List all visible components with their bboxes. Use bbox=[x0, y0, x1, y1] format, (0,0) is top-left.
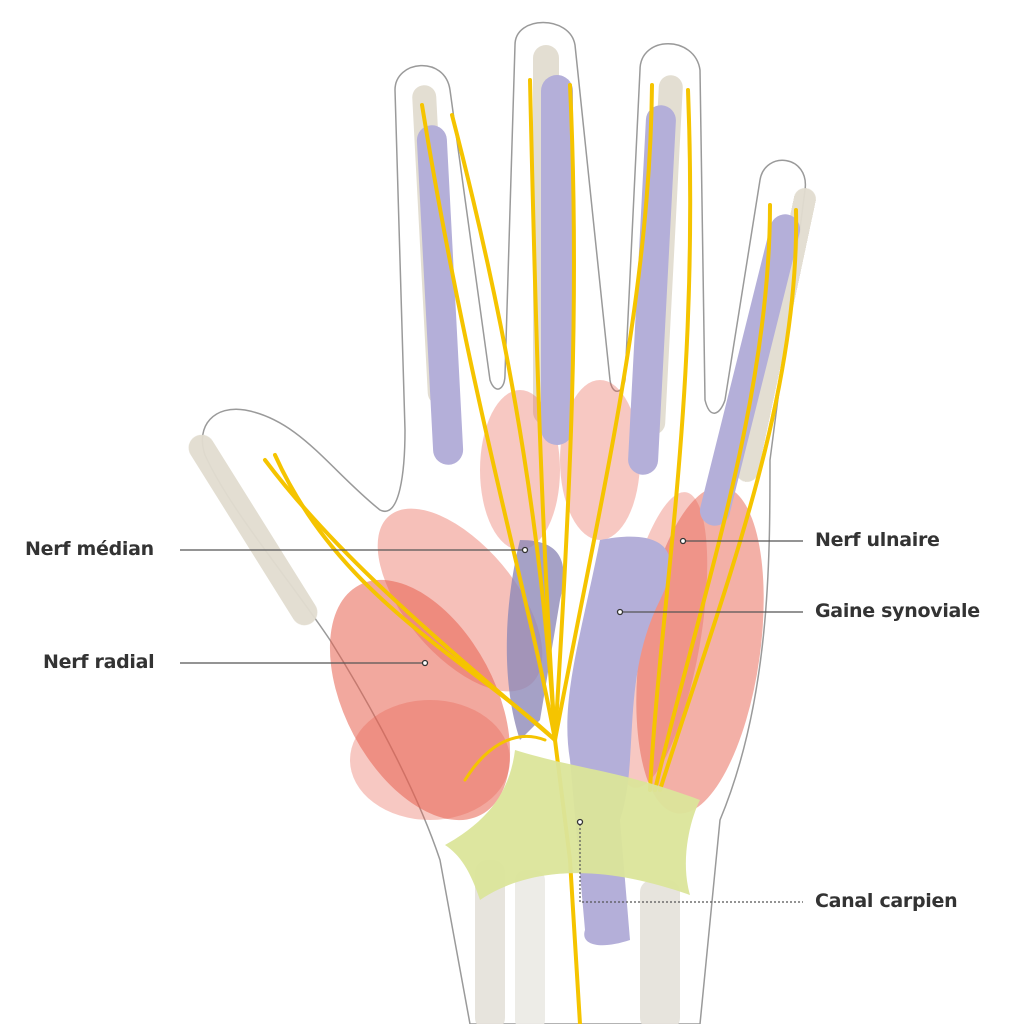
label-carpal-tunnel: Canal carpien bbox=[815, 890, 958, 912]
label-synovial-sheath: Gaine synoviale bbox=[815, 600, 980, 622]
label-ulnar-nerve: Nerf ulnaire bbox=[815, 529, 940, 551]
label-median-nerve: Nerf médian bbox=[25, 538, 154, 560]
nerves bbox=[263, 78, 799, 1024]
label-radial-nerve: Nerf radial bbox=[43, 651, 155, 673]
leader-lines bbox=[180, 540, 803, 903]
flexor-retinaculum bbox=[445, 750, 700, 900]
leader-dots bbox=[421, 537, 687, 826]
